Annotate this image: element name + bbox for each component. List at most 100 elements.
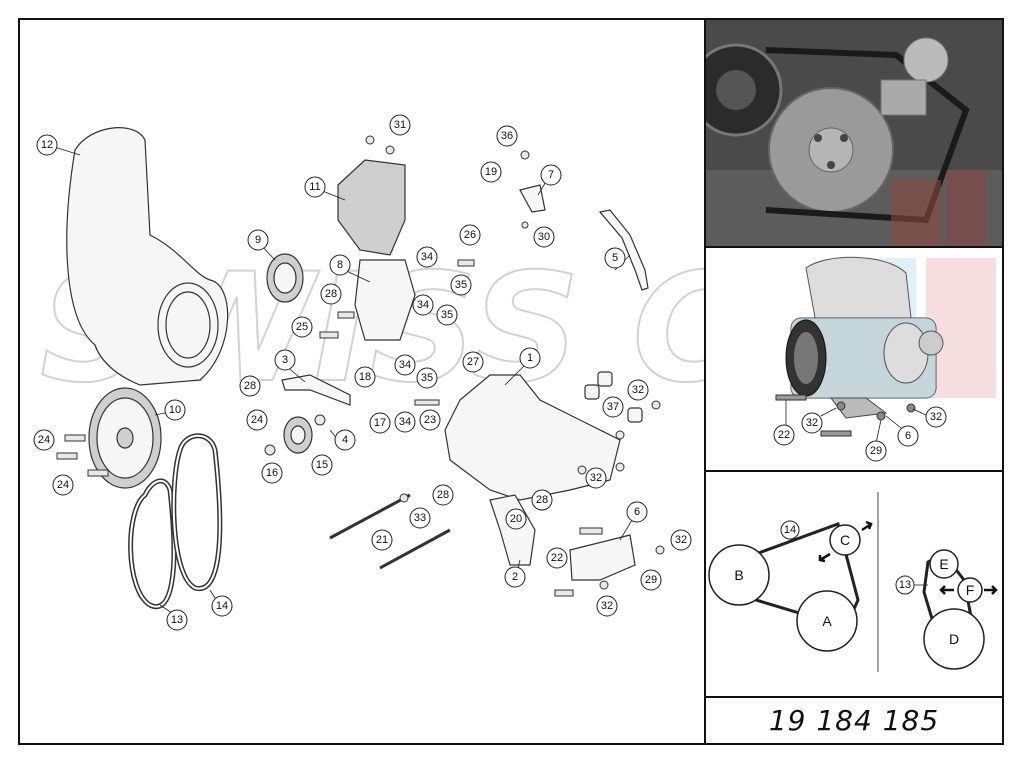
callout-32b: 32 [585,467,607,489]
svg-text:34: 34 [417,299,429,311]
callout-30: 30 [533,226,555,248]
part-number: 19 184 185 [768,704,940,737]
callout-16: 16 [261,462,283,484]
callout-18: 18 [354,366,376,388]
callout-28d: 28 [531,489,553,511]
belt-routing-diagram: B C A 14 D E F [706,472,1002,698]
pulley-a-label: A [822,613,832,629]
svg-text:23: 23 [424,414,436,426]
callout-17: 17 [369,412,391,434]
bracket-8 [354,259,416,341]
callout-35a: 35 [450,274,472,296]
belt-routing-svg: B C A 14 D E F [708,492,998,672]
pulley-f [957,577,983,603]
exploded-view-drawing: SWISS CARS.CH [33,114,704,631]
svg-text:34: 34 [399,416,411,428]
callout-31: 31 [389,114,411,136]
bracket-7 [519,184,546,213]
tube-5 [598,209,649,291]
pulley-e-label: E [939,556,948,572]
crank-pulley [88,387,162,489]
svg-text:37: 37 [607,401,619,413]
callout-27: 27 [462,351,484,373]
main-bracket [444,374,621,501]
pulley-b-label: B [734,567,743,583]
callout-9: 9 [247,229,269,251]
svg-text:13: 13 [171,614,183,626]
arrow-f-right-icon [984,585,998,595]
svg-text:32: 32 [632,384,644,396]
svg-text:21: 21 [376,534,388,546]
callout-32c: 32 [670,529,692,551]
belt-diagram-callout-13: 13 [895,575,915,595]
belt-14 [171,433,223,592]
callout-33: 33 [409,507,431,529]
bushings-37 [584,371,643,423]
svg-text:27: 27 [467,356,479,368]
bolts [56,135,665,597]
svg-text:25: 25 [296,321,308,333]
engine-photo-top [706,20,1002,248]
svg-text:4: 4 [342,434,348,446]
svg-text:11: 11 [309,181,320,193]
callout-5: 5 [604,247,626,269]
callout-12: 12 [36,134,58,156]
callout-37: 37 [602,396,624,418]
arm-3 [281,374,351,406]
callout-34d: 34 [394,411,416,433]
callout-24c: 24 [246,409,268,431]
callout-28a: 28 [320,283,342,305]
callout-34c: 34 [394,354,416,376]
part-number-box: 19 184 185 [706,698,1002,743]
callout-24b: 24 [52,474,74,496]
svg-text:36: 36 [501,130,513,142]
bracket-6 [569,534,636,581]
compressor-callout-22: 22 [773,400,795,446]
svg-text:1: 1 [527,352,533,364]
svg-text:8: 8 [337,259,343,271]
callout-24a: 24 [33,429,55,451]
svg-text:34: 34 [399,359,411,371]
callout-layer: 1 2 3 4 5 6 7 8 9 10 11 12 13 14 15 16 1… [33,114,692,631]
callout-21: 21 [371,529,393,551]
svg-text:2: 2 [512,571,518,583]
svg-text:20: 20 [510,513,522,525]
pulley-d [923,608,985,670]
callout-2: 2 [504,566,526,588]
compressor-illustration: 22 32 32 6 29 [706,248,1002,472]
timing-cover-seal-inner [165,291,211,359]
pulley-b [708,544,770,606]
callout-11: 11 [304,176,326,198]
svg-text:32: 32 [930,411,942,423]
svg-text:32: 32 [675,534,687,546]
engine-photo-illustration [706,20,1002,246]
svg-text:28: 28 [536,494,548,506]
callout-32d: 32 [596,595,618,617]
svg-text:22: 22 [551,552,563,564]
callout-25: 25 [291,316,313,338]
svg-text:29: 29 [645,574,657,586]
svg-text:30: 30 [538,231,550,243]
pulley-a [796,590,858,652]
svg-text:28: 28 [325,288,337,300]
arrow-c-down-icon [818,552,831,563]
callout-36: 36 [496,125,518,147]
tensioner-pulley [283,416,313,454]
svg-text:33: 33 [414,512,426,524]
svg-text:32: 32 [806,417,818,429]
callout-29: 29 [640,569,662,591]
callout-8: 8 [329,254,351,276]
pulley-e [929,549,959,579]
svg-text:35: 35 [455,279,467,291]
callout-13: 13 [166,609,188,631]
pulley-f-label: F [966,582,975,598]
svg-text:35: 35 [421,372,433,384]
svg-text:24: 24 [57,479,69,491]
belt-diagram-callout-14: 14 [780,520,800,540]
arrow-c-up-icon [861,520,873,532]
callout-3: 3 [274,349,296,371]
svg-text:5: 5 [612,252,618,264]
callout-6: 6 [626,501,648,523]
svg-text:17: 17 [374,417,386,429]
callout-20: 20 [505,508,527,530]
